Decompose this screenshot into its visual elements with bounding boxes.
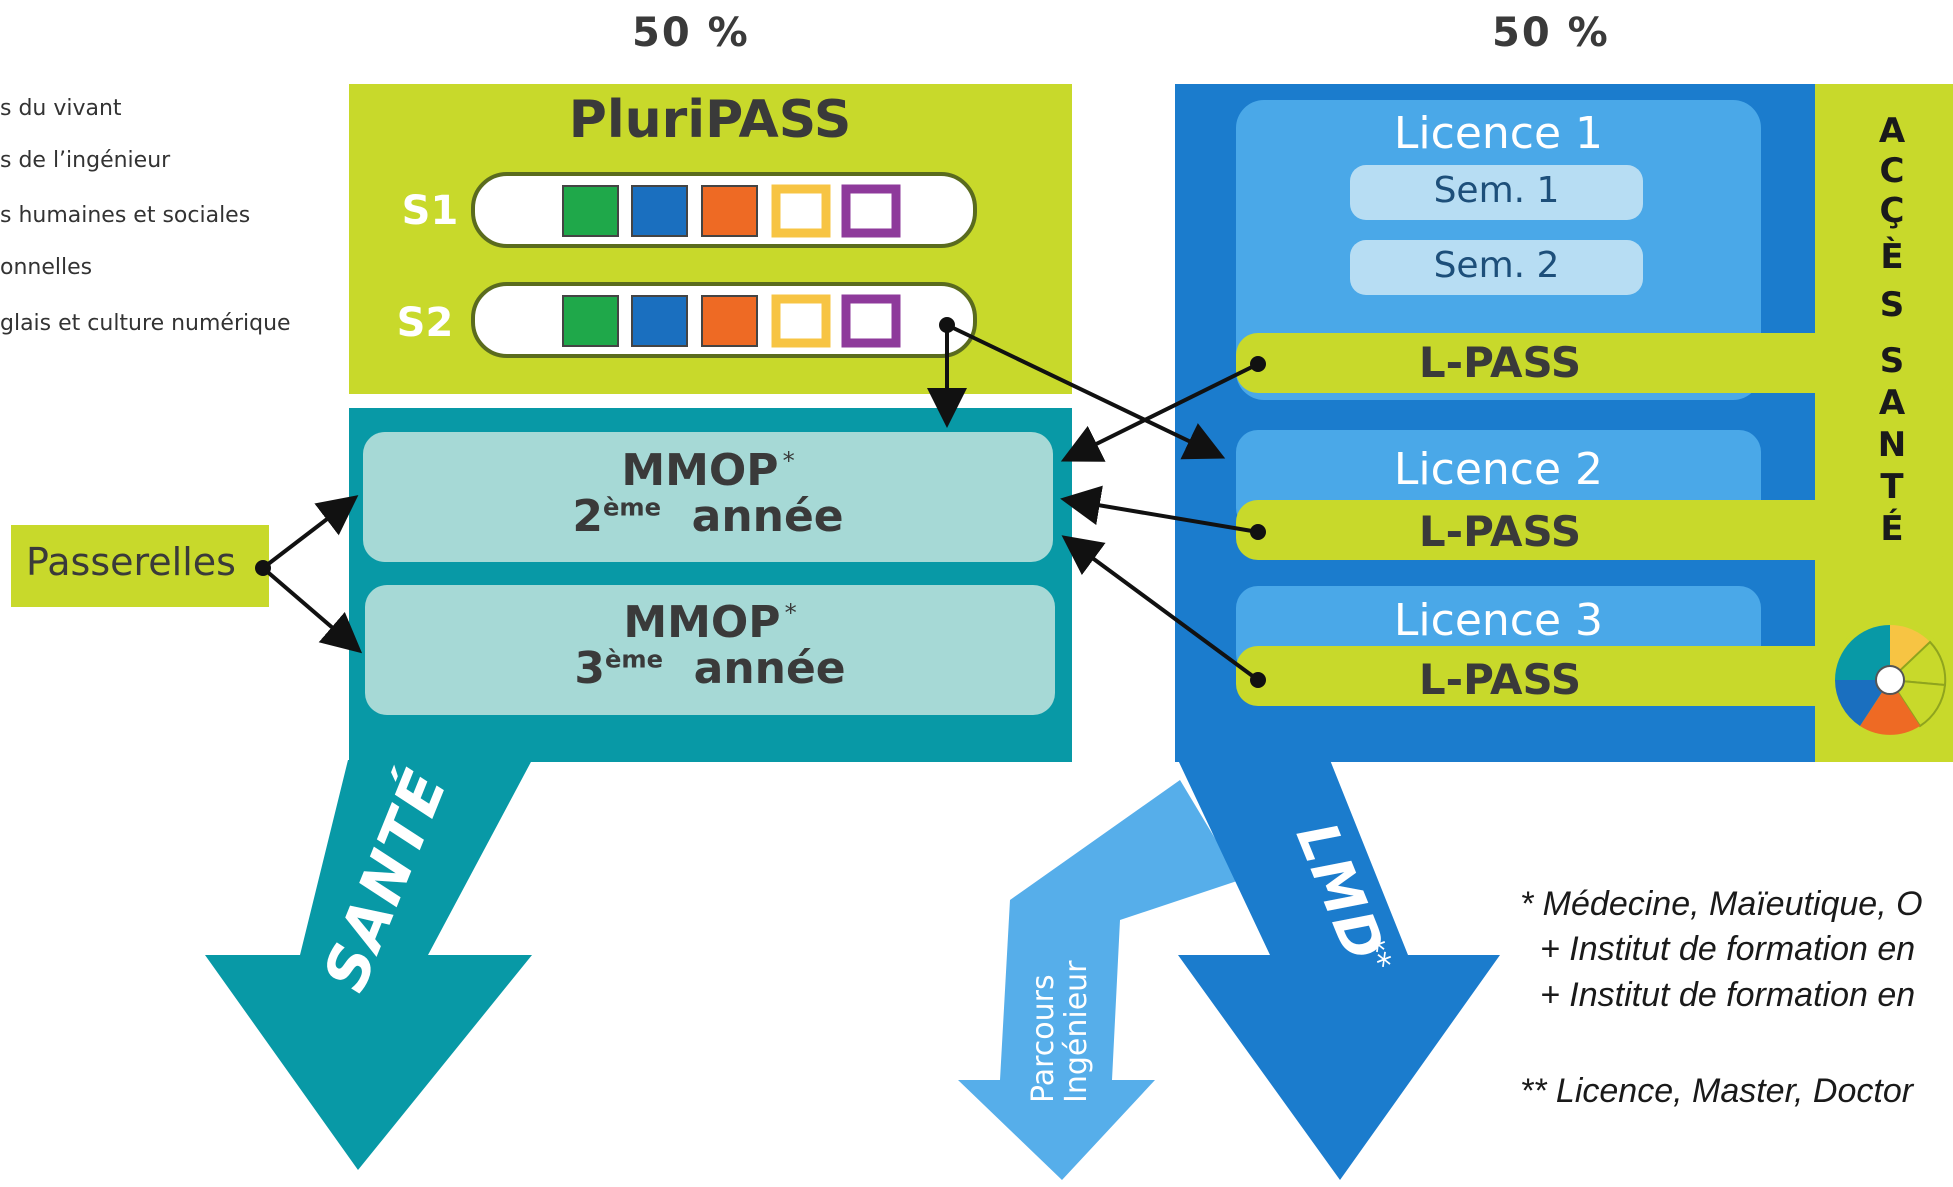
connector-dot-lpass2 bbox=[1250, 524, 1266, 540]
mmop-2-title: MMOP bbox=[621, 445, 779, 496]
left-percent: 50 % bbox=[632, 10, 750, 56]
mmop-3-sup: ème bbox=[604, 645, 663, 674]
mmop-3-star: * bbox=[784, 599, 797, 628]
licence2-label: Licence 2 bbox=[1393, 444, 1604, 495]
s1-square-purple bbox=[841, 184, 901, 238]
sem2-label: Sem. 2 bbox=[1433, 245, 1560, 286]
lmd-arrow bbox=[1178, 760, 1500, 1180]
s2-square-purple bbox=[841, 294, 901, 348]
note-line3: + Institut de formation en bbox=[1540, 976, 1916, 1014]
arrow-lpass1-to-mmop bbox=[1060, 362, 1259, 462]
sante-arrow bbox=[205, 760, 532, 1170]
lpass3-band bbox=[1236, 646, 1953, 706]
s2-square-orange bbox=[701, 295, 758, 347]
sante-letter-5: É bbox=[1880, 509, 1904, 549]
lpass1-label: L-PASS bbox=[1418, 338, 1582, 387]
arrow-passerelles-to-mmop2 bbox=[261, 495, 359, 570]
mmop-2-label: MMOP* 2ème année bbox=[363, 445, 1053, 543]
s1-square-orange bbox=[701, 185, 758, 237]
arrow-lpass3-to-mmop bbox=[1061, 535, 1260, 682]
s1-square-yellow bbox=[771, 184, 831, 238]
arrow-s2-to-licence2 bbox=[946, 323, 1226, 460]
legend-item-professionnelles: onnelles bbox=[0, 255, 93, 280]
connector-dot-s2 bbox=[939, 317, 955, 333]
legend-item-ingenieur: s de l’ingénieur bbox=[0, 148, 171, 173]
legend-item-vivant: s du vivant bbox=[0, 96, 122, 121]
sante-letter-1: S bbox=[1879, 341, 1905, 381]
wheel-logo bbox=[1830, 620, 1950, 740]
sante-letter-4: T bbox=[1880, 467, 1904, 507]
s2-square-blue bbox=[631, 295, 688, 347]
mmop-2-num: 2 bbox=[572, 491, 603, 543]
acces-letter-2: C bbox=[1879, 151, 1905, 191]
lpass2-band bbox=[1236, 500, 1953, 560]
passerelles-label: Passerelles bbox=[26, 540, 236, 584]
sem1-pill bbox=[1350, 165, 1643, 220]
parcours-label: Parcours bbox=[1026, 974, 1061, 1103]
mmop-3-word: année bbox=[693, 643, 846, 695]
mmop-2-word: année bbox=[691, 491, 844, 543]
arrow-passerelles-to-mmop3 bbox=[261, 566, 363, 654]
licence3-label: Licence 3 bbox=[1393, 595, 1604, 646]
parcours-ingenieur-label: Parcours Ingénieur bbox=[1026, 913, 1094, 1103]
note-line1: * Médecine, Maïeutique, O bbox=[1520, 885, 1923, 923]
passerelles-box bbox=[11, 525, 269, 607]
s1-label: S1 bbox=[401, 188, 459, 234]
acces-letter-5: S bbox=[1879, 285, 1905, 325]
s2-label: S2 bbox=[396, 300, 454, 346]
connector-dot-passerelles bbox=[255, 560, 271, 576]
acces-letter-1: A bbox=[1878, 111, 1906, 151]
legend-item-humaines: s humaines et sociales bbox=[0, 203, 251, 228]
connector-dot-lpass1 bbox=[1250, 356, 1266, 372]
s1-square-green bbox=[562, 185, 619, 237]
mmop-3-num: 3 bbox=[574, 643, 605, 695]
pluripass-title: PluriPASS bbox=[568, 90, 852, 150]
sante-letter-3: N bbox=[1877, 425, 1907, 465]
mmop-3-label: MMOP* 3ème année bbox=[365, 597, 1055, 695]
ingenieur-label: Ingénieur bbox=[1059, 960, 1094, 1103]
licence1-label: Licence 1 bbox=[1393, 108, 1604, 159]
parcours-ingenieur-arrow bbox=[958, 780, 1240, 1180]
note-line4: ** Licence, Master, Doctor bbox=[1520, 1072, 1914, 1110]
lpass1-band bbox=[1236, 333, 1953, 393]
lpass3-label: L-PASS bbox=[1418, 655, 1582, 704]
sante-letter-2: A bbox=[1878, 383, 1906, 423]
mmop-2-sup: ème bbox=[602, 493, 661, 522]
acces-letter-3: Ç bbox=[1879, 191, 1905, 231]
lpass2-label: L-PASS bbox=[1418, 507, 1582, 556]
acces-letter-4: È bbox=[1880, 237, 1904, 277]
mmop-3-title: MMOP bbox=[623, 597, 781, 648]
mmop-3-box bbox=[365, 585, 1055, 715]
legend-item-anglais: glais et culture numérique bbox=[0, 311, 291, 336]
connector-dot-lpass3 bbox=[1250, 672, 1266, 688]
s2-square-green bbox=[562, 295, 619, 347]
right-percent: 50 % bbox=[1492, 10, 1610, 56]
mmop-2-box bbox=[363, 432, 1053, 562]
sem1-label: Sem. 1 bbox=[1433, 170, 1560, 211]
note-line2: + Institut de formation en bbox=[1540, 930, 1916, 968]
arrow-lpass2-to-mmop bbox=[1060, 485, 1259, 534]
s1-square-blue bbox=[631, 185, 688, 237]
sem2-pill bbox=[1350, 240, 1643, 295]
s2-square-yellow bbox=[771, 294, 831, 348]
mmop-2-star: * bbox=[782, 447, 795, 476]
